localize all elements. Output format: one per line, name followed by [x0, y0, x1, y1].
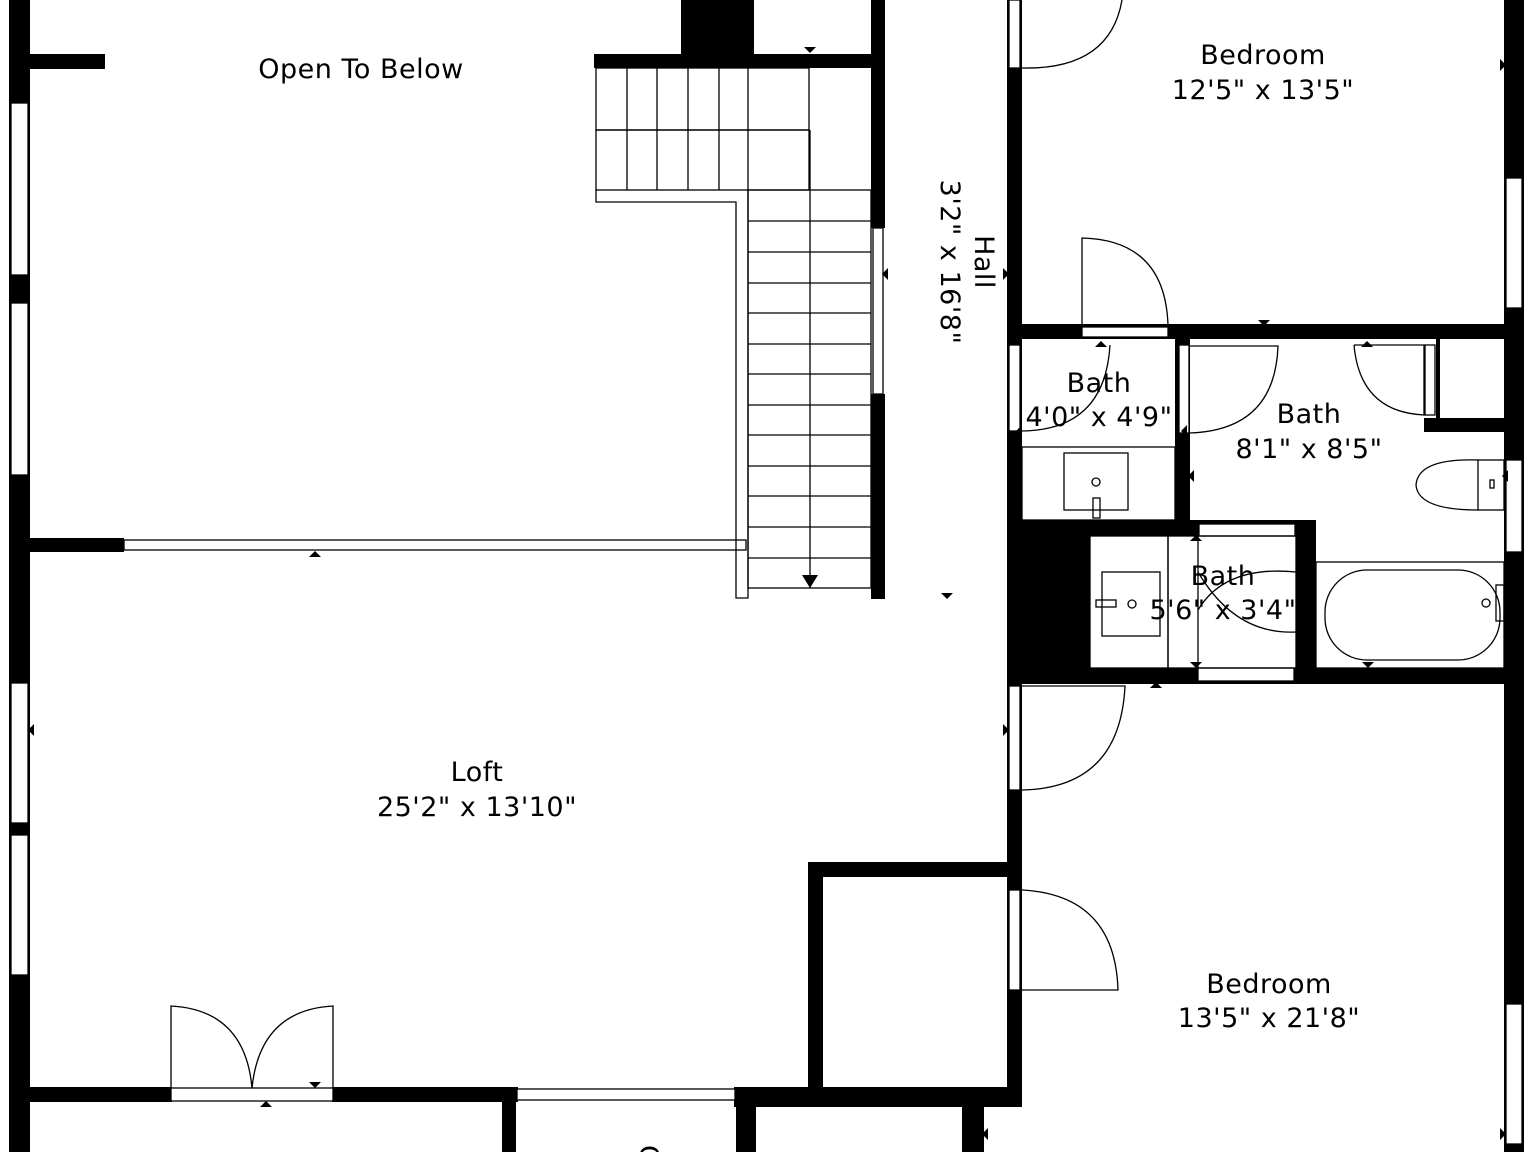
- room-bath-3-name: Bath: [1191, 561, 1256, 592]
- stairs: [595, 67, 872, 599]
- room-hall-label: Hall 3'2" x 16'8": [934, 180, 999, 345]
- room-partial-label: C: [633, 1145, 664, 1152]
- room-bedroom-1-size: 12'5" x 13'5": [1172, 75, 1354, 106]
- doors: [170, 0, 1436, 1102]
- room-hall-size: 3'2" x 16'8": [934, 180, 965, 345]
- room-bath-3-size: 5'6" x 3'4": [1149, 595, 1296, 626]
- room-bath-1-size: 4'0" x 4'9": [1025, 402, 1172, 433]
- room-bedroom-2-size: 13'5" x 21'8": [1178, 1003, 1360, 1034]
- fixtures: [1021, 446, 1505, 669]
- room-bath-1-name: Bath: [1067, 368, 1132, 399]
- windows: [10, 102, 1523, 1145]
- room-hall-name: Hall: [968, 235, 999, 289]
- opening-markers: [28, 47, 1508, 1140]
- room-partial-name: C: [633, 1145, 664, 1152]
- room-bedroom-2-name: Bedroom: [1206, 969, 1332, 1000]
- room-bedroom-1-name: Bedroom: [1200, 40, 1326, 71]
- room-labels: Open To Below Hall 3'2" x 16'8" Bedroom …: [258, 40, 1382, 1152]
- room-loft-name: Loft: [451, 757, 504, 788]
- room-loft-size: 25'2" x 13'10": [377, 792, 577, 823]
- room-open-to-below-name: Open To Below: [258, 54, 463, 85]
- room-bath-2-size: 8'1" x 8'5": [1235, 434, 1382, 465]
- room-bath-2-name: Bath: [1277, 399, 1342, 430]
